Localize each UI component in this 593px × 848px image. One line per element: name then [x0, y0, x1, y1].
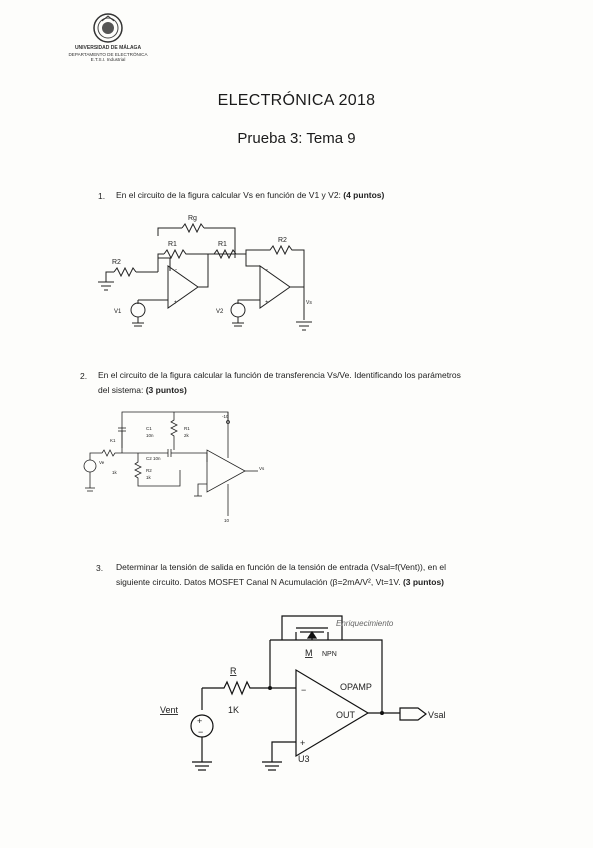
q1-plus1: + — [174, 300, 178, 306]
q1-label-r1b: R1 — [218, 241, 227, 248]
q1-label-vs: Vs — [306, 300, 312, 306]
department-name: DEPARTAMENTO DE ELECTRÓNICA — [68, 52, 148, 57]
school-name: E.T.S.I. Industrial — [90, 57, 126, 62]
q2-label-neg10: -10 — [222, 414, 229, 419]
q3-label-u3: U3 — [298, 754, 310, 764]
q2-label-r2: R2 — [146, 468, 152, 473]
q3-label-opamp: OPAMP — [340, 682, 372, 692]
q3-statement-line2: siguiente circuito. Datos MOSFET Canal N… — [116, 577, 403, 587]
q1-number: 1. — [98, 191, 106, 201]
q2-label-r1: R1 — [184, 426, 190, 431]
q3-plus-sign: + — [197, 716, 202, 726]
seal-icon — [93, 13, 123, 43]
university-name: UNIVERSIDAD DE MÁLAGA — [74, 45, 142, 51]
q1-label-r2a: R2 — [112, 259, 121, 266]
q1-label-v2: V2 — [216, 309, 224, 315]
q2-label-ve: Ve — [99, 460, 105, 465]
q1-label-r1a: R1 — [168, 241, 177, 248]
q1-circuit-diagram: - + - + Rg R1 R1 R2 R2 V1 V2 Vs — [98, 215, 312, 331]
q3-label-1k: 1K — [228, 705, 239, 715]
q1-minus1: - — [175, 267, 177, 273]
q2-label-vs: Vs — [259, 466, 265, 471]
q3-text: Determinar la tensión de salida en funci… — [116, 560, 526, 590]
q2-statement-line1: En el circuito de la figura calcular la … — [98, 370, 461, 380]
q3-circuit-diagram: + − − + M NPN Enriquecimiento OPAMP R 1K… — [160, 615, 446, 771]
q2-label-c1: C1 — [146, 426, 152, 431]
q1-label-v1: V1 — [114, 309, 122, 315]
q2-statement-line2: del sistema: — [98, 385, 146, 395]
q3-label-vent: Vent — [160, 705, 179, 715]
q3-minus-input: − — [301, 685, 306, 695]
q2-label-1k: 1k — [112, 470, 118, 475]
q2-label-r2v: 1k — [146, 475, 152, 480]
q3-minus-sign: − — [198, 727, 203, 737]
q3-label-npn: NPN — [322, 651, 337, 658]
q3-node-dot2 — [380, 711, 384, 715]
q2-label-c2: C2 10n — [146, 456, 161, 461]
q3-label-vsal: Vsal — [428, 710, 446, 720]
q3-points: (3 puntos) — [402, 577, 445, 587]
page-subtitle: Prueba 3: Tema 9 — [237, 130, 356, 147]
page-title: ELECTRÓNICA 2018 — [217, 92, 376, 109]
q1-plus2: + — [265, 300, 269, 306]
q3-label-m: M — [305, 648, 313, 658]
q2-label-k1: K1 — [110, 438, 116, 443]
q3-label-r: R — [230, 666, 237, 676]
q1-text: En el circuito de la figura calcular Vs … — [116, 188, 384, 203]
q3-handwritten-note: Enriquecimiento — [336, 619, 394, 628]
q3-statement-line1: Determinar la tensión de salida en funci… — [116, 562, 447, 572]
q2-label-r1v: 2k — [184, 433, 190, 438]
q3-label-out: OUT — [336, 710, 356, 720]
q2-number: 2. — [80, 371, 88, 381]
q1-label-rg: Rg — [188, 215, 197, 222]
q2-circuit-diagram: C1 10n R1 2k K1 Ve 1k C2 10n R2 1k -10 1… — [83, 411, 265, 523]
q1-label-r2b: R2 — [278, 237, 287, 244]
q2-points: (3 puntos) — [145, 385, 187, 395]
q1-points: (4 puntos) — [343, 190, 385, 200]
q1-statement: En el circuito de la figura calcular Vs … — [116, 190, 344, 200]
q3-plus-input: + — [300, 738, 305, 748]
q2-label-c1v: 10n — [146, 433, 154, 438]
q2-label-10: 10 — [224, 518, 230, 523]
q3-number: 3. — [96, 563, 104, 573]
q1-minus2: - — [266, 267, 268, 273]
q3-node-dot1 — [268, 686, 272, 690]
q2-text: En el circuito de la figura calcular la … — [98, 368, 461, 398]
